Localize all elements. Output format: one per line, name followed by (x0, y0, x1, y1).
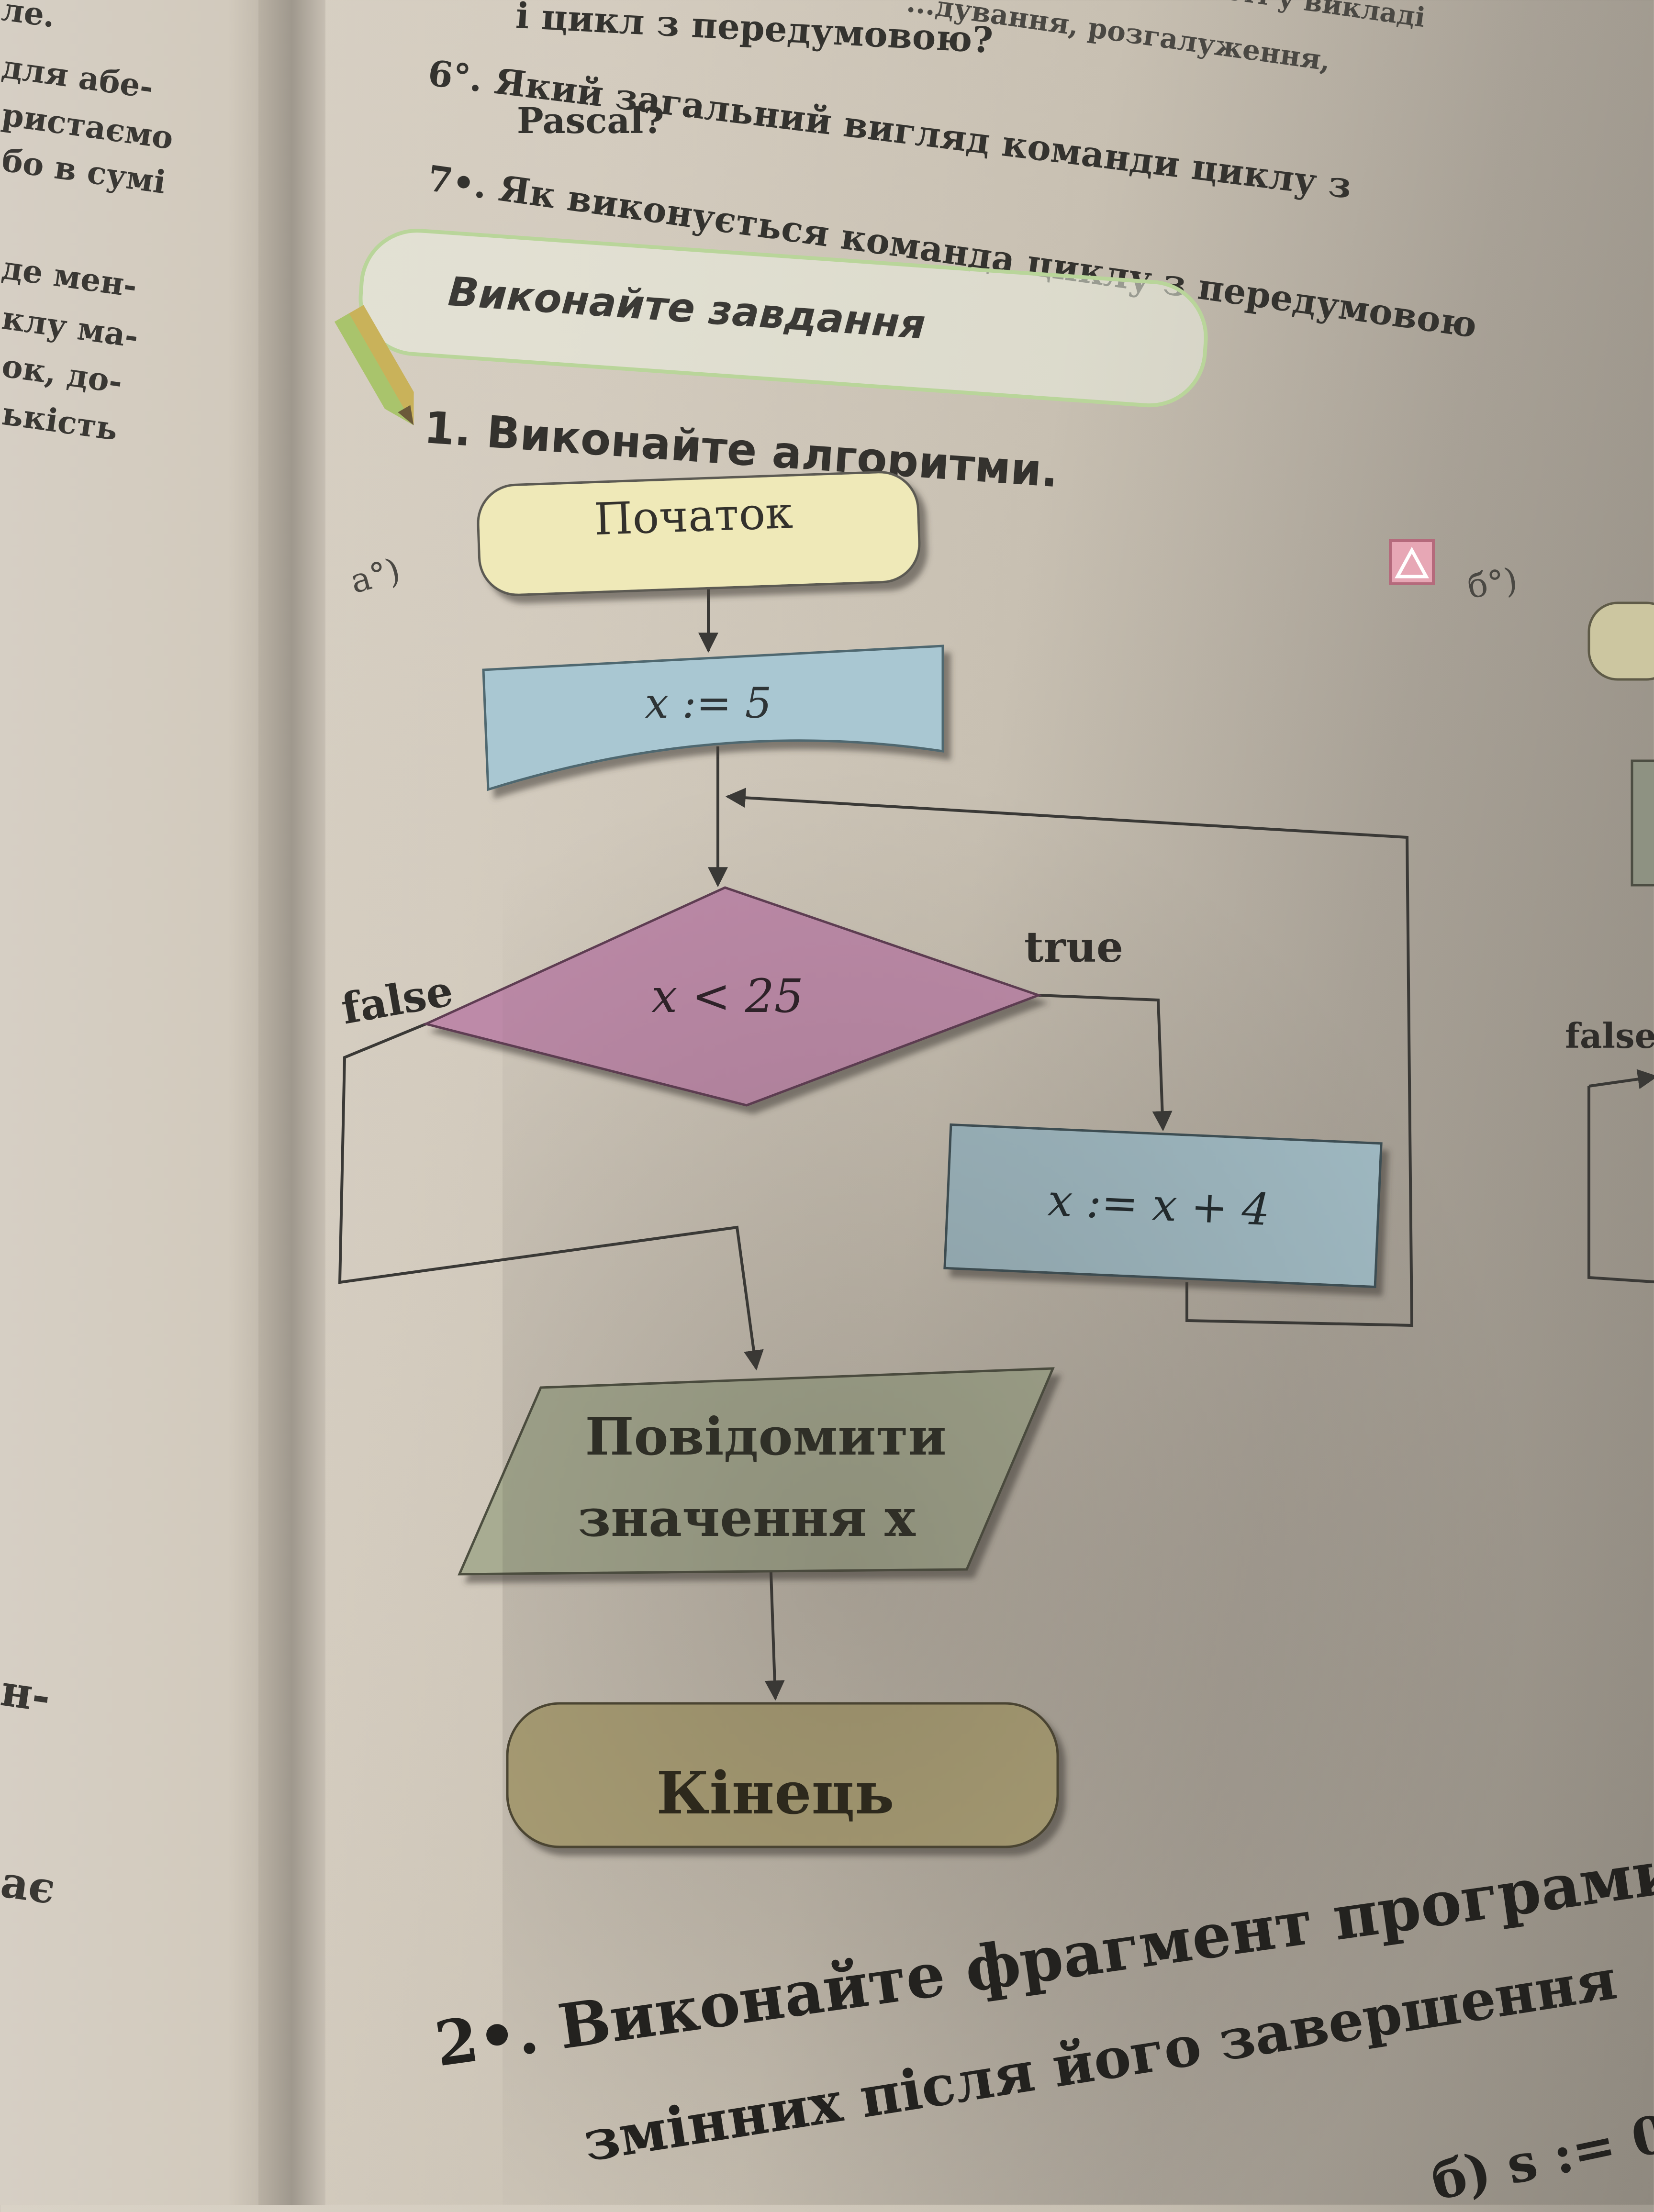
flowchart-end-node (506, 1702, 1059, 1848)
flowchart-output-node (458, 1367, 1055, 1576)
flowchart-start-node (477, 471, 921, 596)
flowchart-b-false-label: false (1565, 1015, 1654, 1056)
init-label: x := 5 (645, 678, 772, 728)
start-label: Початок (593, 487, 794, 545)
question-6-continued: Pascal? (517, 100, 664, 142)
left-page (0, 0, 268, 2205)
flowchart-body-node (943, 1123, 1383, 1289)
body-label: x := x + 4 (1047, 1175, 1271, 1235)
flowchart-b-label: б°) (1465, 560, 1520, 606)
output-label-line1: Повідомити (585, 1407, 946, 1467)
pencil-icon (335, 305, 414, 425)
condition-label: x < 25 (651, 969, 804, 1023)
true-label: true (1024, 922, 1123, 972)
output-label-line2: значення x (578, 1488, 916, 1548)
flowchart-a-label: а°) (346, 550, 404, 601)
flowchart-connectors (338, 589, 1414, 1701)
book-gutter (258, 0, 325, 2205)
flowchart-init-node (482, 645, 944, 791)
flowchart-decision-node (422, 886, 1042, 1107)
end-label: Кінець (656, 1758, 894, 1827)
flowchart-b-fragment: б°) false (1389, 539, 1654, 1284)
